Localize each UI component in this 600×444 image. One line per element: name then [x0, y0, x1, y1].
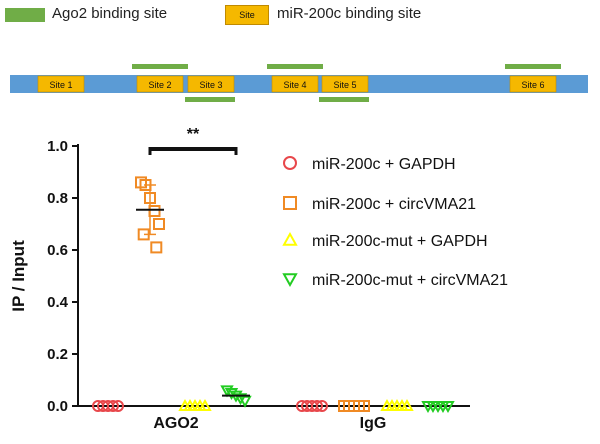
gene-map: Site 1 Site 2 Site 3 Site 4 Site 5 Site 6 [10, 64, 588, 102]
x-category-label: AGO2 [153, 415, 198, 432]
y-tick-label: 0.2 [47, 346, 68, 363]
legend-label: miR-200c + GAPDH [312, 156, 456, 173]
data-point [441, 401, 455, 414]
y-tick-label: 0.6 [47, 242, 68, 259]
site-label: Site 5 [333, 80, 356, 90]
data-point [400, 398, 414, 411]
ago2-site-bar [505, 64, 561, 69]
site-box: Site 1 [37, 75, 85, 93]
y-tick-label: 0.8 [47, 190, 68, 207]
site-label: Site 1 [49, 80, 72, 90]
site-box: Site 5 [321, 75, 369, 93]
data-point [137, 228, 150, 241]
legend-item: miR-200c-mut + circVMA21 [282, 272, 508, 289]
legend-label: miR-200c + circVMA21 [312, 196, 476, 213]
site-label: Site 6 [521, 80, 544, 90]
data-point [358, 400, 370, 412]
data-point [283, 156, 297, 170]
site-label: Site 3 [199, 80, 222, 90]
site-label: Site 2 [148, 80, 171, 90]
y-tick-label: 1.0 [47, 138, 68, 155]
ago2-legend-label: Ago2 binding site [52, 5, 168, 22]
data-point [150, 241, 163, 254]
ago2-site-bar [267, 64, 323, 69]
site-rect [509, 75, 557, 93]
data-point [107, 400, 119, 412]
data-point [311, 400, 323, 412]
site-label: Site 4 [283, 80, 306, 90]
series-group [220, 385, 455, 414]
site-legend-swatch: Site [225, 5, 269, 25]
site-box: Site 2 [136, 75, 184, 93]
data-point [112, 400, 124, 412]
site-rect [321, 75, 369, 93]
site-rect [271, 75, 319, 93]
y-axis-label: IP / Input [9, 240, 28, 312]
ago2-legend-swatch [5, 8, 45, 22]
site-rect [136, 75, 184, 93]
site-box: Site 3 [187, 75, 235, 93]
series-group [135, 176, 370, 412]
chart-legend: miR-200c + GAPDH miR-200c + circVMA21 miR-… [282, 156, 508, 289]
ago2-site-bar [132, 64, 188, 69]
legend-item: miR-200c + circVMA21 [283, 196, 476, 213]
data-point [144, 192, 156, 204]
legend-label: miR-200c-mut + circVMA21 [312, 272, 508, 289]
top-legend: Ago2 binding site Site miR-200c binding … [0, 0, 600, 40]
data-point [316, 400, 328, 412]
data-point [283, 196, 297, 210]
site-box: Site 6 [509, 75, 557, 93]
y-tick-label: 0.4 [47, 294, 69, 311]
x-category-label: IgG [360, 415, 387, 432]
site-rect [37, 75, 85, 93]
significance-label: ** [187, 126, 200, 143]
y-tick-label: 0.0 [47, 398, 68, 415]
site-box: Site 4 [271, 75, 319, 93]
legend-item: miR-200c + GAPDH [283, 156, 456, 173]
data-point [282, 273, 298, 288]
series-group [178, 398, 414, 411]
data-point [238, 395, 252, 408]
ago2-site-bar [185, 97, 235, 102]
series-group [92, 400, 328, 412]
data-point [153, 218, 165, 230]
site-rect [187, 75, 235, 93]
data-point [198, 398, 212, 411]
mir-legend-label: miR-200c binding site [277, 5, 422, 22]
data-point [139, 179, 152, 191]
data-point [148, 205, 161, 217]
legend-label: miR-200c-mut + GAPDH [312, 233, 488, 250]
ago2-site-bar [319, 97, 369, 102]
data-point [233, 393, 248, 406]
legend-item: miR-200c-mut + GAPDH [282, 231, 488, 250]
data-point [282, 231, 298, 246]
